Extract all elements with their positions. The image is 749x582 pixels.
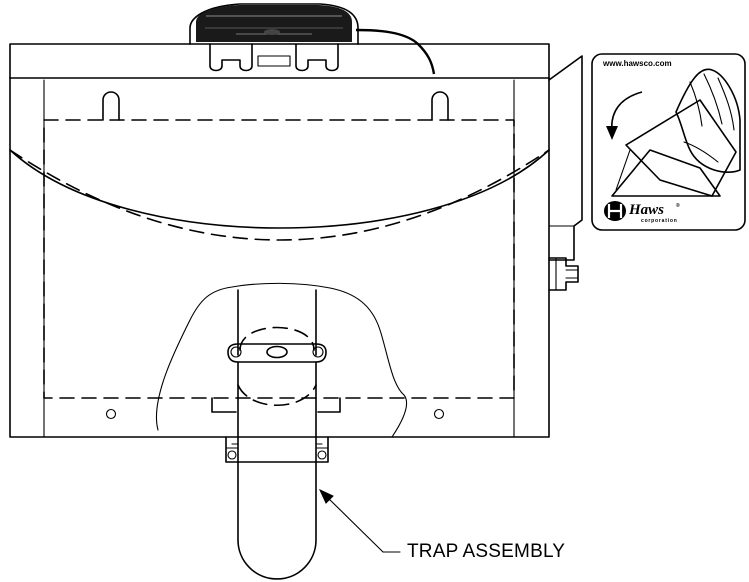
plate-url: www.hawsco.com <box>602 59 672 68</box>
callout-leader <box>318 488 401 553</box>
mounting-plate-hidden <box>43 91 515 420</box>
brand-mark: ® <box>676 202 680 209</box>
basin-body <box>9 43 550 438</box>
instruction-plate: www.hawsco.com Haws corporation ® <box>591 53 746 231</box>
brand-name: Haws <box>628 202 664 218</box>
brand-sub: corporation <box>641 218 678 224</box>
side-bracket <box>548 55 583 291</box>
cutaway-region <box>156 282 408 438</box>
sensor-housing <box>189 3 436 75</box>
haws-logo: Haws corporation ® <box>604 201 680 224</box>
trap-assembly <box>225 289 329 580</box>
trap-assembly-label: TRAP ASSEMBLY <box>407 541 566 562</box>
